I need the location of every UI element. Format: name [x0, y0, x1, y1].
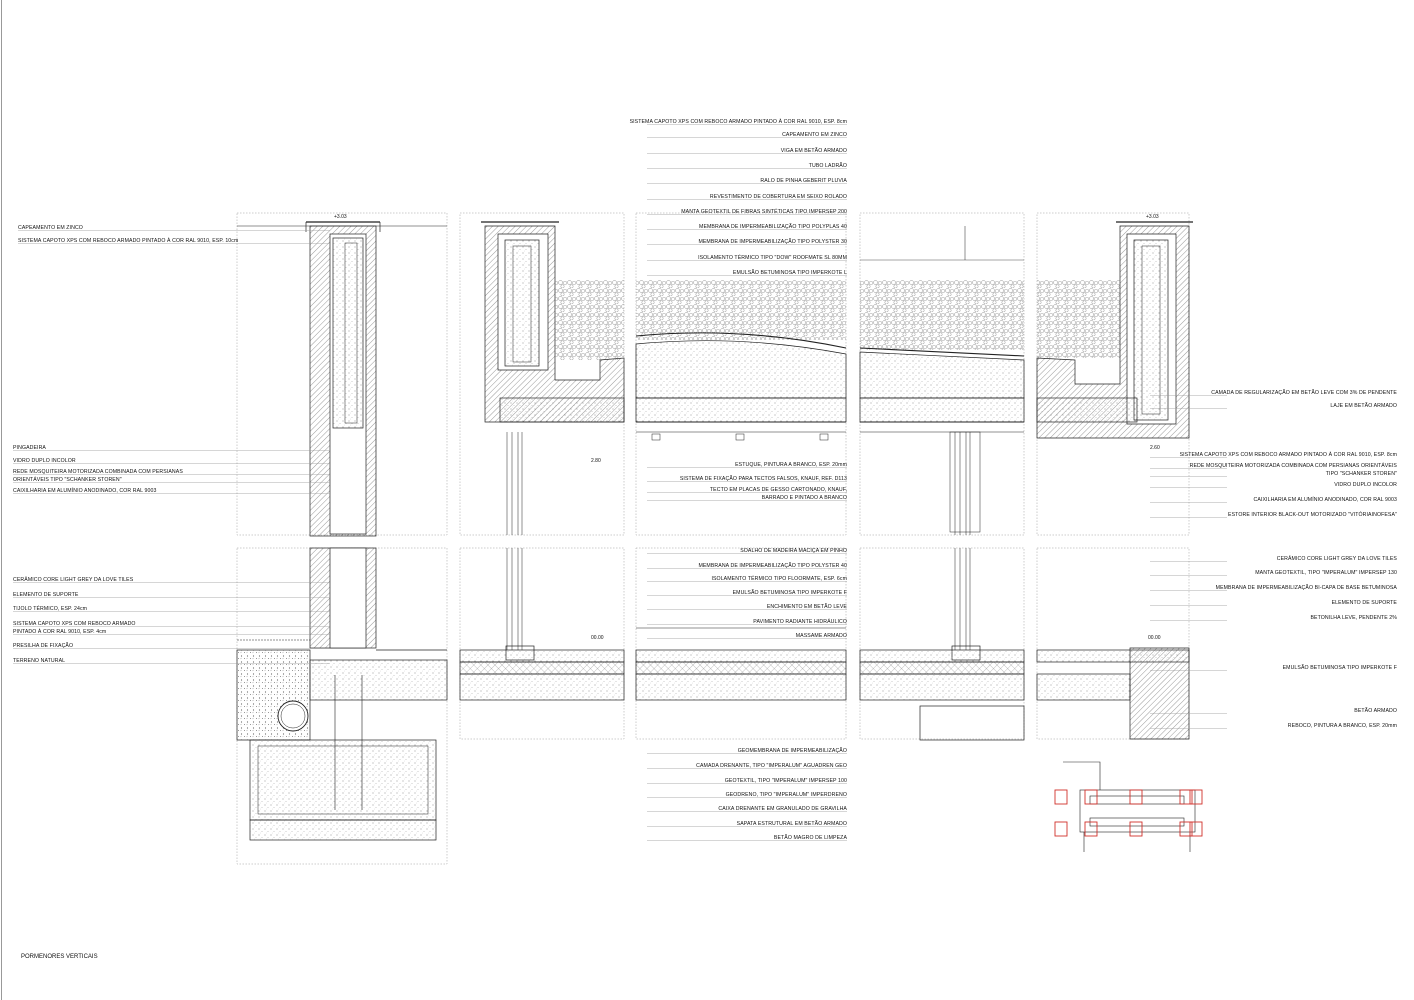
foundation-section	[236, 547, 448, 841]
floor-slab	[459, 627, 1190, 741]
annotation: CAMADA DRENANTE, TIPO "IMPERALUM" AGUADR…	[696, 763, 847, 769]
annotation: REBOCO, PINTURA A BRANCO, ESP. 20mm	[1288, 723, 1397, 729]
level-floor-center: 00.00	[591, 635, 604, 641]
annotation: BARRADO E PINTADO A BRANCO	[762, 495, 847, 501]
annotation: GEOMEMBRANA DE IMPERMEABILIZAÇÃO	[738, 747, 847, 754]
annotation: CAIXILHARIA EM ALUMÍNIO ANODINADO, COR R…	[13, 487, 156, 494]
annotation: CAMADA DE REGULARIZAÇÃO EM BETÃO LEVE CO…	[1211, 389, 1397, 396]
annotation: MEMBRANA DE IMPERMEABILIZAÇÃO TIPO POLYS…	[698, 562, 847, 569]
level-top-right: +3.03	[1146, 214, 1159, 220]
annotation: CERÂMICO CORE LIGHT GREY DA LOVE TILES	[13, 576, 134, 583]
annotation: SISTEMA DE FIXAÇÃO PARA TECTOS FALSOS, K…	[680, 475, 847, 482]
annotation: TIJOLO TÉRMICO, ESP. 24cm	[13, 605, 87, 612]
annotation: PAVIMENTO RADIANTE HIDRÁULICO	[753, 618, 847, 625]
labels-right-bottom: CERÂMICO CORE LIGHT GREY DA LOVE TILES M…	[1216, 555, 1398, 729]
level-top-left: +3.03	[334, 214, 347, 220]
annotation: MASSAME ARMADO	[796, 633, 847, 639]
annotation: CAPEAMENTO EM ZINCO	[782, 132, 847, 138]
labels-center-floor: SOALHO DE MADEIRA MACIÇA EM PINHO MEMBRA…	[698, 548, 847, 639]
annotation: MEMBRANA DE IMPERMEABILIZAÇÃO TIPO POLYP…	[699, 223, 847, 230]
labels-center-top: SISTEMA CAPOTO XPS COM REBOCO ARMADO PIN…	[630, 118, 848, 276]
annotation: PINGADEIRA	[13, 445, 46, 451]
annotation: SISTEMA CAPOTO XPS COM REBOCO ARMADO PIN…	[630, 118, 847, 125]
annotation: TERRENO NATURAL	[13, 658, 65, 664]
level-ceiling-right: 2.60	[1150, 445, 1160, 451]
labels-right-top: CAMADA DE REGULARIZAÇÃO EM BETÃO LEVE CO…	[1180, 389, 1398, 518]
labels-center-bottom: GEOMEMBRANA DE IMPERMEABILIZAÇÃO CAMADA …	[696, 747, 847, 841]
annotation: CAIXILHARIA EM ALUMÍNIO ANODINADO, COR R…	[1254, 496, 1397, 503]
annotation: VIDRO DUPLO INCOLOR	[1334, 482, 1397, 488]
annotation: TUBO LADRÃO	[809, 162, 847, 169]
annotation: VIDRO DUPLO INCOLOR	[13, 458, 76, 464]
annotation: ISOLAMENTO TÉRMICO TIPO FLOORMATE, ESP. …	[711, 575, 847, 582]
labels-left: CAPEAMENTO EM ZINCO SISTEMA CAPOTO XPS C…	[13, 225, 238, 664]
annotation: BETÃO ARMADO	[1354, 707, 1397, 714]
annotation: RALO DE PINHA GEBERIT PLUVIA	[760, 178, 847, 184]
annotation: REDE MOSQUITEIRA MOTORIZADA COMBINADA CO…	[1190, 462, 1398, 469]
leader-lines	[13, 124, 1227, 841]
roof-center	[635, 280, 847, 441]
key-plan	[1054, 761, 1203, 852]
annotation: REVESTIMENTO DE COBERTURA EM SEIXO ROLAD…	[710, 194, 847, 200]
roof-right-center	[859, 226, 1025, 533]
annotation: PRESILHA DE FIXAÇÃO	[13, 642, 73, 649]
labels-center-mid: ESTUQUE, PINTURA A BRANCO, ESP. 20mm SIS…	[680, 462, 847, 501]
annotation: CERÂMICO CORE LIGHT GREY DA LOVE TILES	[1277, 555, 1398, 562]
annotation: SAPATA ESTRUTURAL EM BETÃO ARMADO	[737, 820, 847, 827]
annotation: ELEMENTO DE SUPORTE	[13, 592, 79, 598]
annotation: BETONILHA LEVE, PENDENTE 2%	[1311, 615, 1398, 621]
level-floor-right: 00.00	[1148, 635, 1161, 641]
annotation: EMULSÃO BETUMINOSA TIPO IMPERKOTE L	[733, 269, 847, 276]
left-wall-section	[237, 221, 447, 537]
roof-parapet-right	[1036, 221, 1193, 439]
annotation: SOALHO DE MADEIRA MACIÇA EM PINHO	[740, 548, 847, 554]
annotation: MEMBRANA DE IMPERMEABILIZAÇÃO BI-CAPA DE…	[1216, 584, 1398, 591]
annotation: REDE MOSQUITEIRA MOTORIZADA COMBINADA CO…	[13, 469, 183, 475]
annotation: MEMBRANA DE IMPERMEABILIZAÇÃO TIPO POLYS…	[698, 238, 847, 245]
annotation: ESTORE INTERIOR BLACK-OUT MOTORIZADO "VI…	[1228, 511, 1397, 518]
annotation: ORIENTÁVEIS TIPO "SCHANKER STOREN"	[13, 476, 122, 483]
annotation: TECTO EM PLACAS DE GESSO CARTONADO, KNAU…	[710, 487, 847, 493]
annotation: PINTADO À COR RAL 9010, ESP. 4cm	[13, 628, 106, 635]
annotation: MANTA GEOTEXTIL, TIPO "IMPERALUM" IMPERS…	[1255, 570, 1397, 576]
annotation: SISTEMA CAPOTO XPS COM REBOCO ARMADO	[13, 621, 136, 627]
annotation: VIGA EM BETÃO ARMADO	[781, 147, 847, 154]
annotation: SISTEMA CAPOTO XPS COM REBOCO ARMADO PIN…	[1180, 451, 1397, 458]
level-markers: +3.03 +3.03 2.80 2.60 00.00 00.00	[334, 214, 1161, 641]
annotation: ISOLAMENTO TÉRMICO TIPO "DOW" ROOFMATE S…	[698, 254, 847, 261]
annotation: LAJE EM BETÃO ARMADO	[1330, 402, 1397, 409]
annotation: GEODRENO, TIPO "IMPERALUM" IMPERDRENO	[726, 792, 847, 798]
annotation: BETÃO MAGRO DE LIMPEZA	[774, 834, 848, 841]
window-frames	[505, 432, 981, 661]
annotation: GEOTEXTIL, TIPO "IMPERALUM" IMPERSEP 100	[725, 778, 847, 784]
roof-parapet-left	[481, 221, 625, 423]
annotation: ENCHIMENTO EM BETÃO LEVE	[767, 603, 848, 610]
annotation: MANTA GEOTEXTIL DE FIBRAS SINTÉTICAS TIP…	[681, 208, 847, 215]
level-ceiling: 2.80	[591, 458, 601, 464]
annotation: ESTUQUE, PINTURA A BRANCO, ESP. 20mm	[735, 462, 847, 468]
annotation: CAPEAMENTO EM ZINCO	[18, 225, 83, 231]
annotation: ELEMENTO DE SUPORTE	[1332, 600, 1398, 606]
annotation: CAIXA DRENANTE EM GRANULADO DE GRAVILHA	[718, 806, 847, 812]
annotation: SISTEMA CAPOTO XPS COM REBOCO ARMADO PIN…	[18, 237, 238, 244]
sheet-title: PORMENORES VERTICAIS	[21, 954, 98, 960]
annotation: EMULSÃO BETUMINOSA TIPO IMPERKOTE F	[1283, 664, 1397, 671]
annotation: TIPO "SCHANKER STOREN"	[1326, 471, 1397, 477]
annotation: EMULSÃO BETUMINOSA TIPO IMPERKOTE F	[733, 589, 847, 596]
